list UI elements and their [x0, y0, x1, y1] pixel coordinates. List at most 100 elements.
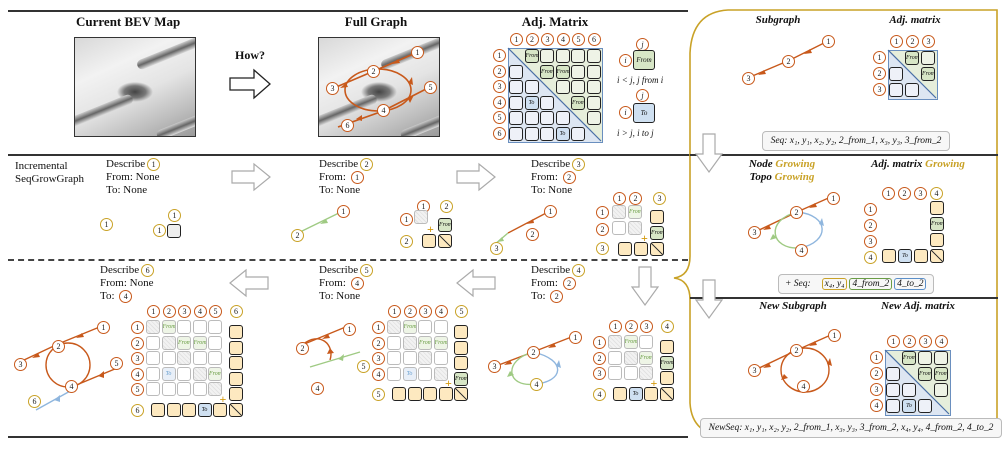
adj-matrix-small-title: Adj. matrix — [889, 14, 941, 26]
node-ref: 6 — [141, 264, 155, 277]
adj-cell — [454, 325, 468, 339]
incremental-label: Incremental SeqGrowGraph — [15, 160, 84, 186]
adj-cell-from: From — [623, 335, 638, 349]
adj-cell — [438, 234, 452, 248]
node-1: 1 — [827, 192, 840, 205]
node-2: 2 — [790, 206, 803, 219]
matrix-label: 2 — [898, 187, 911, 200]
adj-cell — [418, 351, 432, 365]
seq-box: Seq: x₁, y₁, x₂, y₂, 2_from_1, x₃, y₃, 3… — [762, 131, 950, 151]
adj-cell — [228, 371, 243, 386]
adj-row-label: 1 — [596, 206, 609, 219]
adj-cell — [889, 67, 903, 81]
adj-cell — [612, 205, 626, 219]
matrix-label: 1 — [609, 320, 622, 333]
adj-cell — [555, 111, 570, 125]
adj-cell-from: From — [524, 49, 539, 63]
adj-cell — [161, 351, 176, 365]
node-ref: 1 — [147, 158, 161, 171]
adj-cell — [930, 201, 944, 215]
node-4-new: 4 — [530, 378, 543, 391]
plus-icon: + — [427, 222, 434, 236]
full-graph-title: Full Graph — [344, 14, 408, 29]
adj-cell — [177, 382, 191, 396]
adj-cell — [886, 399, 900, 413]
adj-cell-from: From — [902, 351, 916, 365]
right-arrow-icon — [229, 68, 271, 100]
node-ref: 2 — [562, 171, 576, 184]
adj-cell — [407, 387, 422, 401]
adj-cell — [612, 221, 626, 235]
node-1: 1 — [343, 323, 356, 336]
adj-cell — [623, 350, 638, 365]
matrix-label: 1 — [493, 49, 506, 62]
node-2: 2 — [526, 228, 539, 241]
adj-cell-from: From — [639, 350, 653, 365]
step-from: From: 2 — [531, 277, 585, 290]
node-6-new: 6 — [28, 395, 41, 408]
legend-from-rule: i < j, j from i — [617, 75, 664, 85]
topo-growing-title: Topo Growing — [742, 171, 822, 183]
node-2: 2 — [527, 346, 540, 359]
seq-chip-to: 4_to_2 — [894, 278, 927, 290]
plus-icon: + — [219, 391, 227, 406]
matrix-label: 5 — [455, 305, 468, 318]
matrix-label: 2 — [525, 33, 539, 46]
adj-cell — [192, 382, 207, 396]
matrix-label: 3 — [419, 305, 432, 318]
node-ref: 3 — [572, 158, 586, 171]
node-ref: 2 — [562, 277, 576, 290]
node-3: 3 — [742, 72, 755, 85]
matrix-label: 3 — [914, 187, 927, 200]
adj-cell — [540, 49, 554, 63]
matrix-label: 3 — [131, 352, 144, 365]
adj-cell — [905, 83, 919, 97]
matrix-label: 3 — [919, 335, 932, 348]
adj-cell — [387, 335, 401, 350]
adj-cell — [166, 402, 181, 417]
plus-icon: + — [641, 231, 648, 245]
matrix-label: 2 — [372, 336, 385, 350]
matrix-label: 5 — [572, 33, 585, 46]
adj-row-label: 1 — [153, 224, 166, 237]
matrix-label: 3 — [870, 383, 883, 396]
panel-divider — [690, 297, 998, 299]
matrix-label: 5 — [493, 111, 506, 124]
growing-label: Growing — [774, 171, 815, 183]
adj-cell — [418, 366, 432, 381]
adj-cell — [228, 387, 243, 401]
matrix-label: 4 — [131, 367, 144, 381]
matrix-label: 3 — [178, 305, 191, 318]
adj-row-label: 1 — [400, 213, 413, 226]
node-3: 3 — [488, 360, 501, 373]
adj-cell-to: To — [402, 366, 417, 381]
node-5: 5 — [110, 357, 123, 370]
seq-chip-from: 4_from_2 — [849, 278, 893, 290]
adj-cell-from: From — [454, 371, 468, 386]
adj-cell — [208, 351, 222, 365]
matrix-label: 1 — [887, 335, 900, 348]
node-2: 2 — [782, 55, 795, 68]
adj-row-label: 3 — [596, 242, 609, 255]
matrix-label: 4 — [870, 399, 883, 412]
adj-cell-to: To — [555, 126, 570, 141]
divider-mid — [8, 154, 998, 156]
adj-cell — [146, 382, 160, 396]
matrix-label: 2 — [903, 335, 916, 348]
adj-cell-from: From — [934, 367, 948, 381]
right-panel-brace — [673, 9, 998, 437]
adj-cell-to: To — [902, 399, 916, 413]
node-2-new: 2 — [291, 229, 304, 242]
adj-cell — [608, 335, 622, 349]
adj-cell-from: From — [650, 226, 664, 240]
adj-cell — [934, 383, 948, 397]
back-arrow-icon — [229, 268, 269, 298]
matrix-label: 6 — [131, 403, 144, 417]
